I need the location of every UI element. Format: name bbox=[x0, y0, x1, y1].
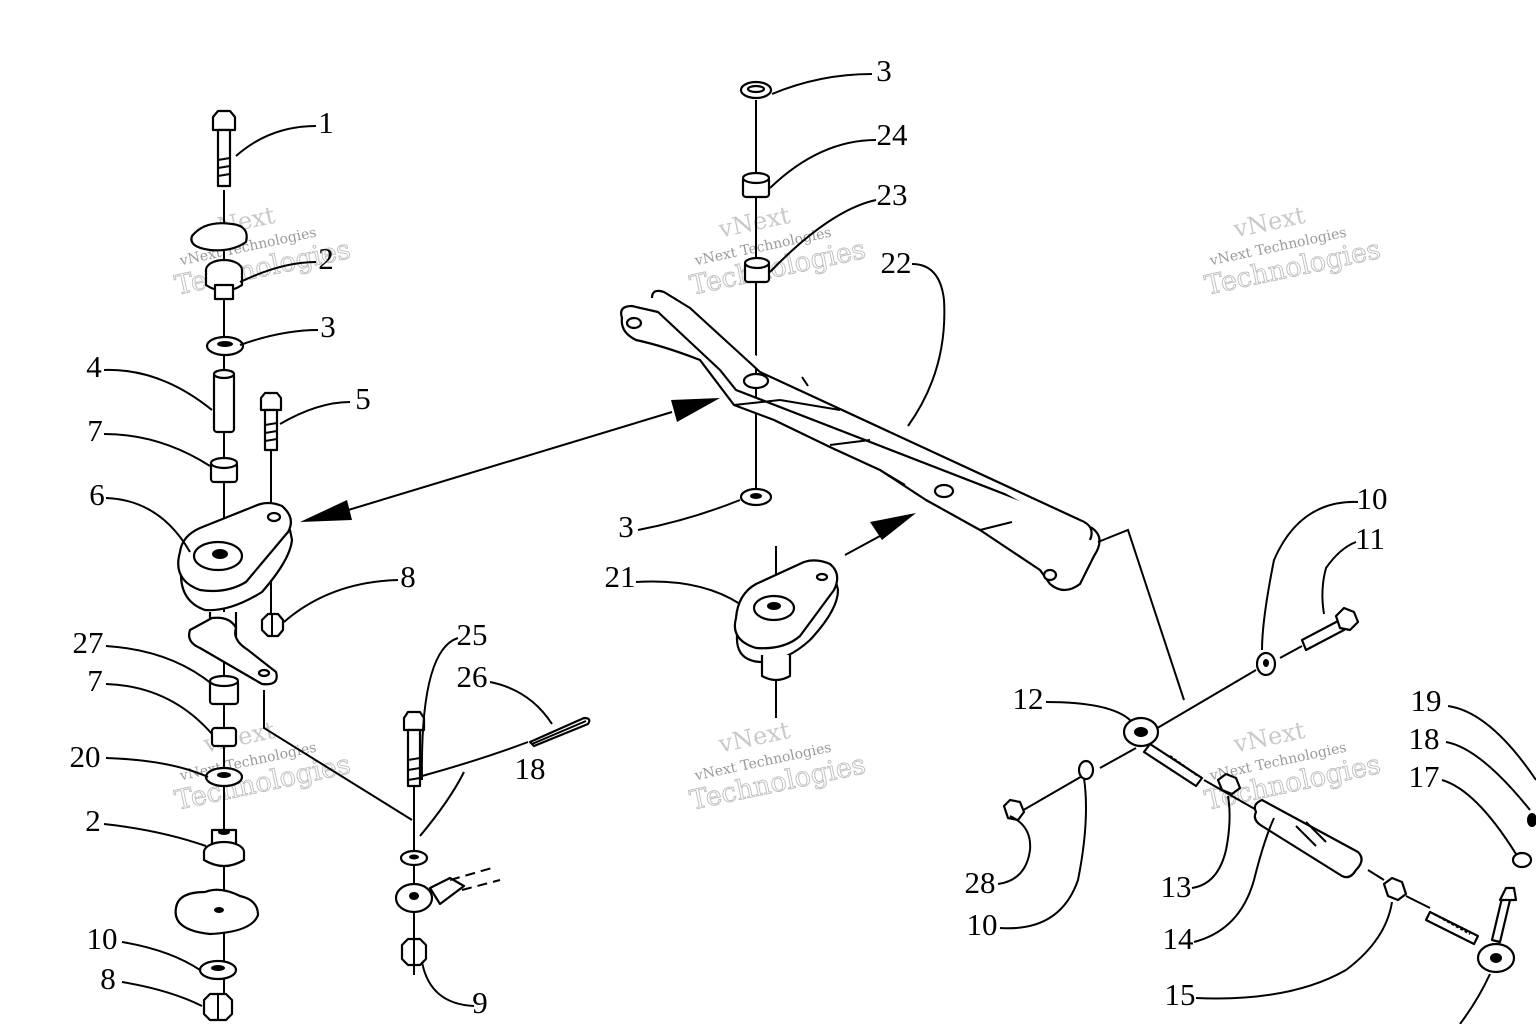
right-tie-rod-assembly bbox=[1002, 528, 1536, 974]
callout-1: 1 bbox=[318, 105, 334, 140]
callout-8b: 8 bbox=[100, 961, 116, 996]
watermark-5: vNext vNext Technologies Technologies bbox=[687, 716, 869, 817]
part-24-bushing bbox=[741, 171, 771, 199]
part-10-washer-mid bbox=[1077, 759, 1095, 781]
callout-19: 19 bbox=[1411, 683, 1442, 718]
callout-23: 23 bbox=[877, 177, 908, 212]
rod-end-left bbox=[394, 867, 501, 914]
part-6-mount bbox=[177, 501, 294, 686]
callout-9: 9 bbox=[472, 985, 488, 1020]
callout-7: 7 bbox=[87, 413, 103, 448]
callout-3c: 3 bbox=[618, 509, 634, 544]
callout-2: 2 bbox=[318, 241, 334, 276]
part-9-nut bbox=[400, 937, 428, 967]
watermark-3: vNext vNext Technologies Technologies bbox=[1202, 201, 1384, 302]
part-28-nut bbox=[1002, 798, 1026, 822]
part-10-washer-left bbox=[198, 959, 238, 981]
top-plate bbox=[190, 222, 248, 252]
callout-6: 6 bbox=[89, 477, 105, 512]
callout-14: 14 bbox=[1163, 921, 1195, 956]
callout-3: 3 bbox=[320, 309, 336, 344]
callout-7b: 7 bbox=[87, 663, 103, 698]
rod-end-right bbox=[1424, 886, 1518, 974]
part-14-adjuster-sleeve bbox=[1253, 798, 1363, 879]
callout-18: 18 bbox=[515, 751, 546, 786]
part-26-cotter-pin bbox=[528, 716, 591, 748]
part-7-bushing-bottom bbox=[210, 726, 238, 748]
part-13-nut bbox=[1216, 772, 1242, 796]
callout-25: 25 bbox=[457, 617, 488, 652]
callout-labels: 1 2 3 4 5 7 6 8 27 7 20 2 10 8 25 26 18 … bbox=[70, 53, 1442, 1020]
callout-26: 26 bbox=[457, 659, 488, 694]
part-20-washer bbox=[204, 766, 244, 788]
watermark-2: vNext vNext Technologies Technologies bbox=[687, 201, 869, 302]
part-11-bolt bbox=[1300, 606, 1360, 652]
left-assembly bbox=[174, 109, 294, 1022]
left-linkage-line bbox=[263, 690, 413, 821]
callout-15: 15 bbox=[1165, 977, 1196, 1012]
part-23-bushing bbox=[743, 256, 771, 284]
part-21-mount bbox=[733, 546, 840, 718]
part-4-sleeve bbox=[212, 368, 236, 434]
callout-5: 5 bbox=[355, 381, 371, 416]
callout-22: 22 bbox=[881, 245, 912, 280]
callout-2b: 2 bbox=[85, 803, 101, 838]
watermark-4: vNext vNext Technologies Technologies bbox=[172, 716, 354, 817]
callout-4: 4 bbox=[86, 349, 102, 384]
callout-10: 10 bbox=[87, 921, 118, 956]
callout-10b: 10 bbox=[1357, 481, 1388, 516]
callout-20: 20 bbox=[70, 739, 101, 774]
assembly-arrows bbox=[300, 398, 916, 556]
callout-24: 24 bbox=[877, 117, 909, 152]
leader-lines bbox=[103, 73, 1536, 1024]
callout-28: 28 bbox=[965, 865, 996, 900]
part-2-grommet bbox=[204, 258, 244, 301]
part-15-nut bbox=[1382, 876, 1408, 902]
part-10-washer-top-right bbox=[1255, 651, 1277, 677]
part-8-nut-top bbox=[260, 612, 285, 638]
callout-8: 8 bbox=[400, 559, 416, 594]
callout-3b: 3 bbox=[876, 53, 892, 88]
callout-21: 21 bbox=[605, 559, 636, 594]
callout-10c: 10 bbox=[967, 907, 998, 942]
watermark-6: vNext vNext Technologies Technologies bbox=[1202, 716, 1384, 817]
part-5-bolt bbox=[259, 391, 283, 452]
part-7-bushing-top bbox=[209, 456, 239, 484]
part-3-washer-top bbox=[739, 80, 773, 100]
part-12-rod-end bbox=[1122, 716, 1204, 788]
tie-rod-end-assembly bbox=[394, 710, 591, 975]
part-18-washer-left bbox=[399, 849, 429, 867]
callout-12: 12 bbox=[1013, 681, 1044, 716]
part-3-washer-bottom bbox=[739, 487, 773, 507]
part-8-nut-bottom bbox=[202, 992, 234, 1022]
part-17-washer bbox=[1511, 851, 1533, 869]
part-3-washer bbox=[205, 335, 245, 357]
callout-17: 17 bbox=[1409, 759, 1440, 794]
part-1-bolt bbox=[211, 109, 237, 188]
callout-18b: 18 bbox=[1409, 721, 1440, 756]
part-18-cotter-right bbox=[1527, 813, 1536, 827]
callout-13: 13 bbox=[1161, 869, 1192, 904]
part-27-spacer bbox=[208, 674, 240, 706]
callout-27: 27 bbox=[73, 625, 104, 660]
part-2-grommet-bottom bbox=[202, 828, 246, 868]
callout-11: 11 bbox=[1355, 521, 1385, 556]
part-22-swing-arm bbox=[620, 100, 1101, 592]
